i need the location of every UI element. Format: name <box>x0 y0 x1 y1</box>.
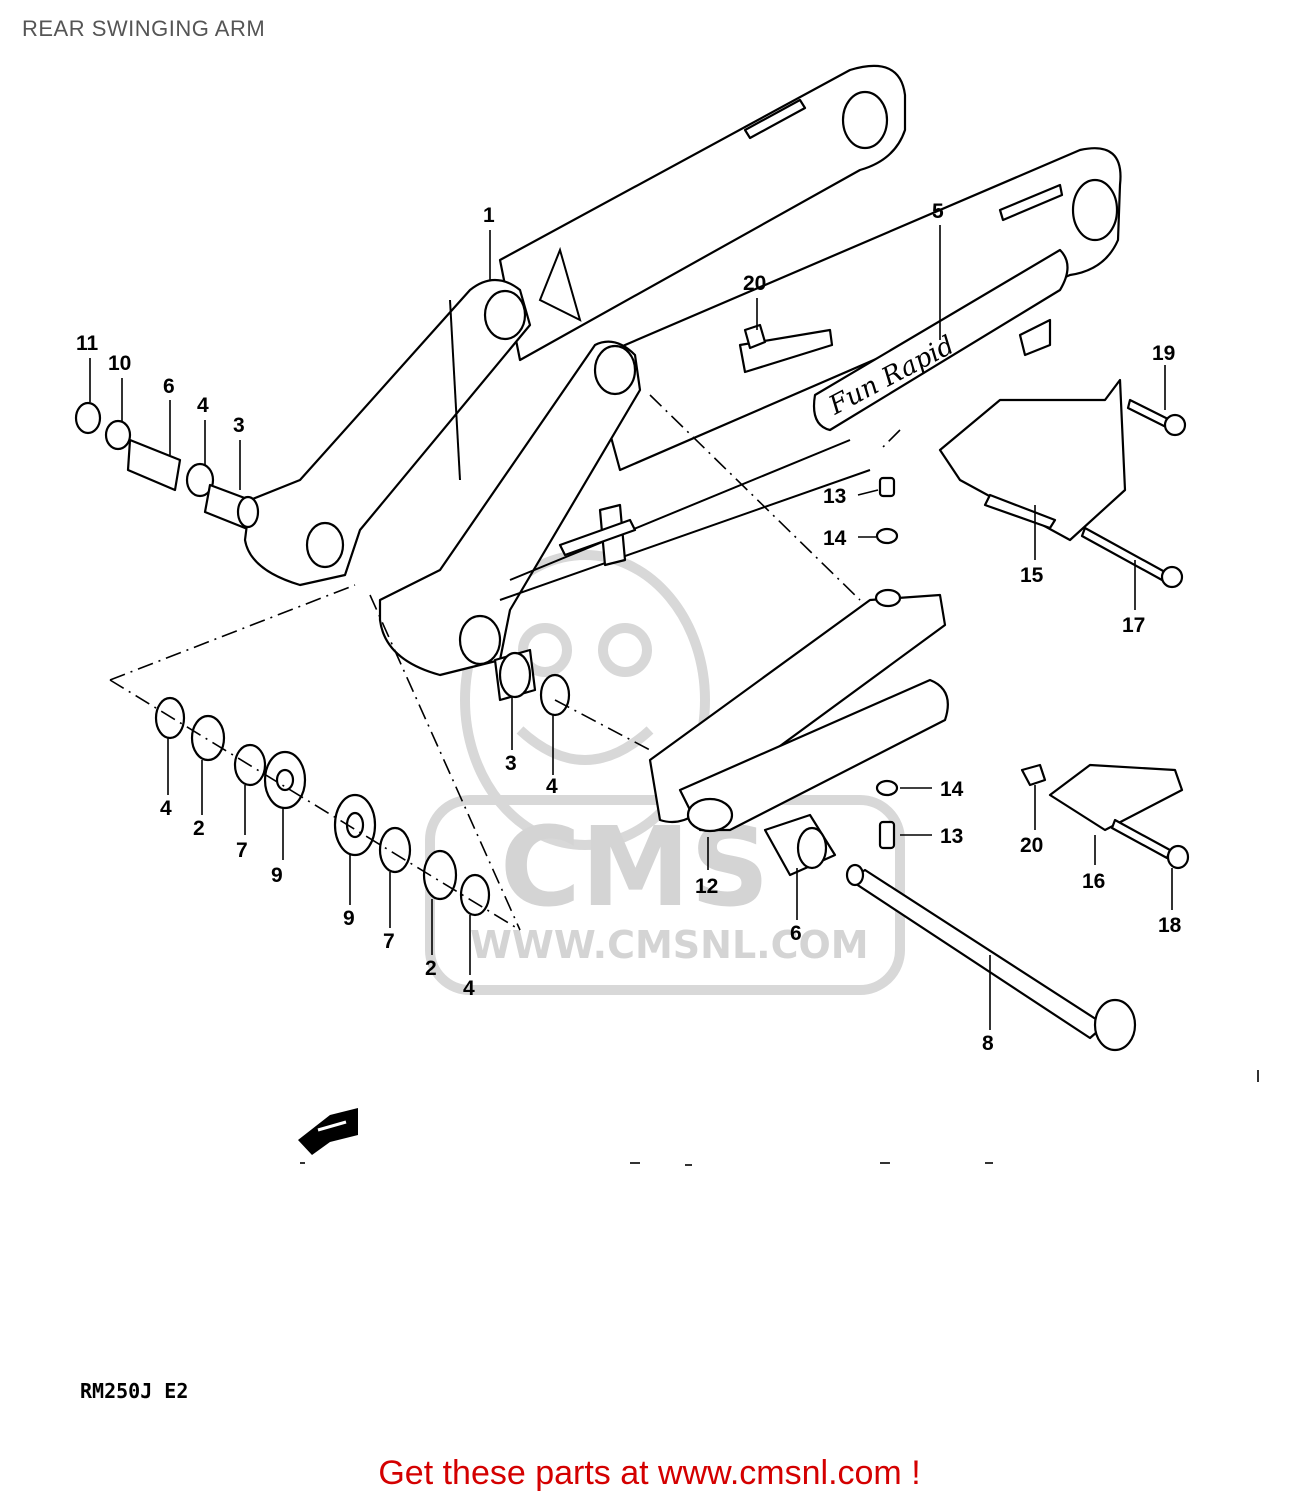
rear-link <box>648 588 949 833</box>
callout-7: 7 <box>383 930 395 953</box>
buy-parts-link[interactable]: Get these parts at www.cmsnl.com ! <box>378 1454 921 1492</box>
callout-10: 10 <box>108 352 131 375</box>
callout-1: 1 <box>483 204 495 227</box>
callout-2: 2 <box>193 817 205 840</box>
axle-and-spacer <box>763 813 1137 1052</box>
lower-left-stack <box>154 696 307 810</box>
callout-8: 8 <box>982 1032 994 1055</box>
callout-4: 4 <box>546 775 558 798</box>
model-code: RM250J E2 <box>80 1379 188 1403</box>
callout-20: 20 <box>743 272 766 295</box>
cms-watermark: CMS WWW.CMSNL.COM <box>425 550 905 995</box>
callout-18: 18 <box>1158 914 1182 937</box>
callout-16: 16 <box>1082 870 1105 893</box>
callout-3: 3 <box>233 414 245 437</box>
swing-arm: Fun Rapid <box>243 64 1122 677</box>
bolts-13-14 <box>875 476 899 850</box>
callout-12: 12 <box>695 875 718 898</box>
callout-14: 14 <box>823 527 847 550</box>
callout-7: 7 <box>236 839 248 862</box>
callout-20: 20 <box>1020 834 1043 857</box>
right-bracket <box>938 378 1187 589</box>
assembly-lines <box>109 394 901 931</box>
callout-13: 13 <box>823 485 846 508</box>
callout-3: 3 <box>505 752 517 775</box>
small-bracket <box>743 323 1190 870</box>
callout-15: 15 <box>1020 564 1044 587</box>
front-arrow-icon <box>298 1108 358 1155</box>
middle-bearings <box>493 648 571 717</box>
page-title: REAR SWINGING ARM <box>22 16 266 41</box>
callout-17: 17 <box>1122 614 1145 637</box>
callout-14: 14 <box>940 778 964 801</box>
callout-9: 9 <box>271 864 283 887</box>
watermark-url: WWW.CMSNL.COM <box>470 923 869 967</box>
callout-5: 5 <box>932 200 944 223</box>
callout-9: 9 <box>343 907 355 930</box>
callout-6: 6 <box>163 375 175 398</box>
callout-2: 2 <box>425 957 437 980</box>
callout-4: 4 <box>160 797 172 820</box>
callout-4: 4 <box>463 977 475 1000</box>
callout-19: 19 <box>1152 342 1175 365</box>
scan-marks <box>300 1070 1259 1166</box>
callout-4: 4 <box>197 394 209 417</box>
leader-lines <box>89 225 1173 1030</box>
left-pivot-parts <box>74 401 260 530</box>
callout-6: 6 <box>790 922 802 945</box>
callout-11: 11 <box>76 332 99 355</box>
lower-middle-stack <box>333 793 491 917</box>
part-callouts: 1 2 2 3 3 4 4 4 4 5 6 6 7 7 8 9 9 10 11 … <box>76 200 1182 1055</box>
callout-13: 13 <box>940 825 963 848</box>
